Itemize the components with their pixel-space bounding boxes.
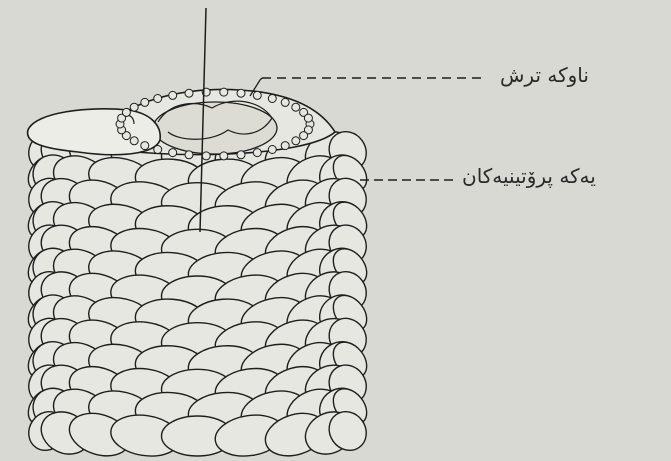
rna-bead — [220, 152, 228, 160]
rna-bead — [169, 91, 177, 99]
rna-bead — [253, 149, 261, 157]
rna-bead — [237, 151, 245, 159]
rna-bead — [281, 142, 289, 150]
nucleic-acid-label: ناوکه ترش — [500, 63, 589, 87]
rna-bead — [268, 146, 276, 154]
rna-bead — [300, 132, 308, 140]
rna-bead — [292, 103, 300, 111]
rna-bead — [185, 151, 193, 159]
rna-bead — [304, 114, 312, 122]
central-channel — [153, 102, 277, 154]
rna-bead — [281, 98, 289, 106]
rna-bead — [237, 89, 245, 97]
rna-bead — [220, 88, 228, 96]
protein-units-label: یەکە پرۆتینیەکان — [462, 164, 596, 188]
rna-bead — [154, 95, 162, 103]
rna-bead — [268, 95, 276, 103]
rna-bead — [169, 149, 177, 157]
rna-bead — [141, 98, 149, 106]
rna-bead — [130, 137, 138, 145]
rna-bead — [130, 103, 138, 111]
rna-bead — [154, 146, 162, 154]
rna-bead — [253, 91, 261, 99]
rna-bead — [202, 152, 210, 160]
protruding-rna — [28, 109, 161, 155]
capsid-protein-subunits — [21, 124, 373, 461]
rna-bead — [141, 142, 149, 150]
rna-bead — [185, 89, 193, 97]
rna-bead — [122, 108, 130, 116]
rna-bead — [292, 137, 300, 145]
